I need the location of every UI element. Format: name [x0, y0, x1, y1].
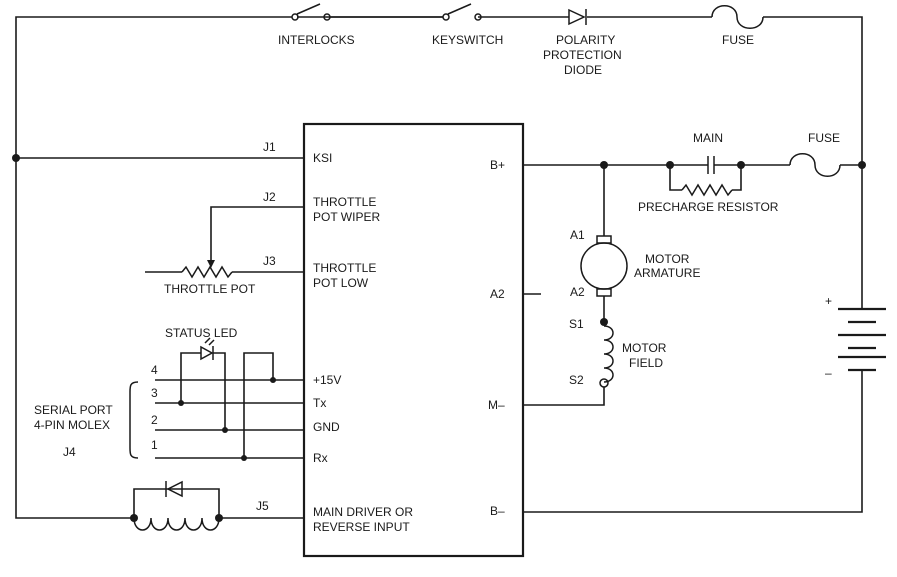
polarity-diode-label-1: POLARITY [556, 33, 615, 47]
gnd-junction [222, 427, 228, 433]
status-led-icon [200, 337, 215, 361]
controller-box [302, 122, 525, 558]
flyback-wire [133, 488, 220, 518]
precharge-resistor-icon [681, 183, 733, 197]
throttle-wiper-label-1: THROTTLE [313, 195, 376, 209]
main-coil-icon [133, 517, 220, 531]
right-fuse-label: FUSE [808, 131, 840, 145]
j5-label: J5 [256, 499, 269, 513]
polarity-diode-icon [568, 8, 587, 26]
tx-junction [178, 400, 184, 406]
led-wire-left [180, 352, 201, 403]
molex-pin3-label: 3 [151, 386, 158, 400]
field-label-1: MOTOR [622, 341, 667, 355]
tx-pin-label: Tx [313, 396, 326, 410]
s1-terminal-dot [600, 318, 608, 326]
polarity-diode-label-3: DIODE [564, 63, 602, 77]
s2-terminal-label: S2 [569, 373, 584, 387]
j5-left-wire [15, 158, 134, 519]
interlocks-switch [291, 3, 443, 21]
top-fuse-icon [711, 5, 764, 29]
interlocks-label: INTERLOCKS [278, 33, 355, 47]
j1-label: J1 [263, 140, 276, 154]
top-fuse-label: FUSE [722, 33, 754, 47]
status-led-label: STATUS LED [165, 326, 238, 340]
motor-field-coil-icon [603, 325, 614, 383]
m-minus-wire [523, 387, 605, 406]
keyswitch-label: KEYSWITCH [432, 33, 503, 47]
a1-terminal-label: A1 [570, 228, 585, 242]
main-driver-label-2: REVERSE INPUT [313, 520, 410, 534]
precharge-wire-right [732, 165, 742, 191]
m-minus-pin-label: M– [488, 398, 505, 412]
motor-armature-icon [580, 242, 628, 290]
b-plus-pin-label: B+ [490, 158, 505, 172]
plus15v-junction [270, 377, 276, 383]
led-wire-right [213, 352, 226, 430]
throttle-low-label-2: POT LOW [313, 276, 369, 290]
battery-icon [838, 307, 886, 372]
field-label-2: FIELD [629, 356, 663, 370]
precharge-wire-left [669, 165, 682, 191]
armature-brush-top [596, 235, 612, 244]
polarity-diode-label-2: PROTECTION [543, 48, 622, 62]
j2-label: J2 [263, 190, 276, 204]
serial-port-label-1: SERIAL PORT [34, 403, 113, 417]
throttle-pot-label: THROTTLE POT [164, 282, 256, 296]
a2-pin-label: A2 [490, 287, 505, 301]
precharge-resistor-label: PRECHARGE RESISTOR [638, 200, 779, 214]
armature-label-1: MOTOR [645, 252, 690, 266]
a2-terminal-label: A2 [570, 285, 585, 299]
ksi-pin-label: KSI [313, 151, 332, 165]
molex-pin4-label: 4 [151, 363, 158, 377]
top-wire-left [15, 16, 292, 158]
serial-port-label-2: 4-PIN MOLEX [34, 418, 110, 432]
jumper-wire [243, 352, 274, 458]
wiper-arrow-icon [207, 260, 215, 268]
j4-label: J4 [63, 445, 76, 459]
gnd-pin-label: GND [313, 420, 340, 434]
s1-terminal-label: S1 [569, 317, 584, 331]
right-fuse-icon [789, 153, 841, 177]
top-wire-right [763, 16, 863, 165]
plus15v-pin-label: +15V [313, 373, 341, 387]
throttle-pot-resistor-icon [181, 265, 233, 279]
keyswitch-switch [442, 3, 482, 21]
s2-terminal-dot [599, 378, 609, 388]
main-contactor-icon [707, 156, 715, 174]
molex-pin2-label: 2 [151, 413, 158, 427]
rx-pin-label: Rx [313, 451, 328, 465]
j2-wire [210, 206, 304, 262]
rx-junction [241, 455, 247, 461]
main-driver-label-1: MAIN DRIVER OR [313, 505, 413, 519]
molex-pin1-label: 1 [151, 438, 158, 452]
throttle-wiper-label-2: POT WIPER [313, 210, 380, 224]
battery-plus-label: + [825, 294, 832, 308]
b-minus-wire [523, 370, 863, 513]
b-minus-pin-label: B– [490, 504, 505, 518]
j3-label: J3 [263, 254, 276, 268]
throttle-low-label-1: THROTTLE [313, 261, 376, 275]
battery-minus-label: – [825, 366, 832, 380]
serial-port-bracket [129, 381, 139, 459]
armature-brush-bottom [596, 288, 612, 297]
flyback-diode-icon [165, 480, 183, 498]
top-supply-line [15, 16, 863, 165]
armature-label-2: ARMATURE [634, 266, 700, 280]
main-contactor-label: MAIN [693, 131, 723, 145]
